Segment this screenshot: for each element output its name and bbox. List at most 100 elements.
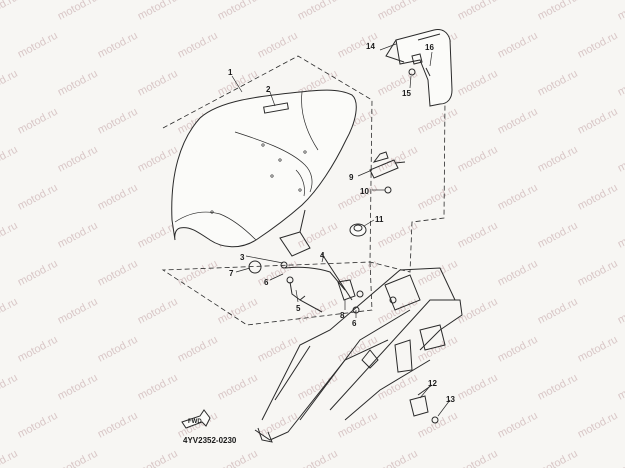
watermark-text: motod.ru bbox=[296, 0, 340, 23]
watermark-text: motod.ru bbox=[0, 144, 20, 175]
callout-10: 10 bbox=[360, 187, 369, 196]
watermark-text: motod.ru bbox=[136, 144, 180, 175]
watermark-text: motod.ru bbox=[16, 182, 60, 213]
callout-14: 14 bbox=[366, 42, 375, 51]
watermark-text: motod.ru bbox=[96, 258, 140, 289]
watermark-text: motod.ru bbox=[16, 30, 60, 61]
seat bbox=[171, 89, 357, 248]
watermark-text: motod.ru bbox=[456, 372, 500, 403]
watermark-text: motod.ru bbox=[456, 220, 500, 251]
watermark-text: motod.ru bbox=[576, 334, 620, 365]
watermark-text: motod.ru bbox=[0, 68, 20, 99]
watermark-text: motod.ru bbox=[456, 0, 500, 23]
callout-labels: 1 2 3 4 5 6 6 7 8 9 10 11 12 13 14 15 16 bbox=[228, 42, 455, 404]
watermark-text: motod.ru bbox=[216, 296, 260, 327]
watermark-text: motod.ru bbox=[176, 334, 220, 365]
watermark-text: motod.ru bbox=[96, 410, 140, 441]
watermark-text: motod.ru bbox=[0, 220, 20, 251]
watermark-text: motod.ru bbox=[536, 144, 580, 175]
callout-9: 9 bbox=[349, 173, 354, 182]
watermark-text: motod.ru bbox=[496, 334, 540, 365]
callout-6-left: 6 bbox=[264, 278, 269, 287]
watermark-text: motod.ru bbox=[536, 448, 580, 468]
callout-2: 2 bbox=[266, 85, 271, 94]
watermark-text: motod.ru bbox=[96, 106, 140, 137]
watermark-text: motod.ru bbox=[536, 372, 580, 403]
callout-12: 12 bbox=[428, 379, 437, 388]
watermark-text: motod.ru bbox=[416, 410, 460, 441]
callout-16: 16 bbox=[425, 43, 434, 52]
watermark-text: motod.ru bbox=[56, 220, 100, 251]
watermark-text: motod.ru bbox=[136, 372, 180, 403]
watermark-text: motod.ru bbox=[136, 68, 180, 99]
forward-label: FWD bbox=[188, 419, 202, 425]
watermark-text: motod.ru bbox=[536, 296, 580, 327]
leader-lines bbox=[231, 43, 451, 417]
watermark-text: motod.ru bbox=[416, 106, 460, 137]
watermark-text: motod.ru bbox=[576, 258, 620, 289]
watermark-text: motod.ru bbox=[536, 220, 580, 251]
watermark-text: motod.ru bbox=[0, 0, 20, 23]
watermark-text: motod.ru bbox=[496, 182, 540, 213]
watermark-text: motod.ru bbox=[96, 182, 140, 213]
watermark-text: motod.ru bbox=[0, 296, 20, 327]
watermark-text: motod.ru bbox=[96, 334, 140, 365]
watermark-text: motod.ru bbox=[616, 220, 625, 251]
watermark-text: motod.ru bbox=[496, 106, 540, 137]
watermark-text: motod.ru bbox=[176, 258, 220, 289]
watermark-text: motod.ru bbox=[576, 30, 620, 61]
watermark-text: motod.ru bbox=[416, 258, 460, 289]
watermark-text: motod.ru bbox=[256, 30, 300, 61]
watermark-text: motod.ru bbox=[616, 144, 625, 175]
watermark-text: motod.ru bbox=[216, 448, 260, 468]
callout-11: 11 bbox=[375, 215, 384, 224]
watermark-text: motod.ru bbox=[616, 448, 625, 468]
watermark-text: motod.ru bbox=[336, 182, 380, 213]
watermark-text: motod.ru bbox=[336, 334, 380, 365]
watermark-text: motod.ru bbox=[56, 68, 100, 99]
callout-8: 8 bbox=[340, 311, 345, 320]
watermark-text: motod.ru bbox=[376, 448, 420, 468]
watermark-text: motod.ru bbox=[456, 68, 500, 99]
callout-1: 1 bbox=[228, 68, 233, 77]
grab-handle bbox=[385, 29, 453, 107]
watermark-text: motod.ru bbox=[56, 448, 100, 468]
frame bbox=[254, 267, 463, 443]
watermark-text: motod.ru bbox=[176, 30, 220, 61]
watermark-text: motod.ru bbox=[296, 296, 340, 327]
watermark-text: motod.ru bbox=[376, 68, 420, 99]
seat-lock-parts bbox=[248, 209, 364, 314]
callout-6-right: 6 bbox=[352, 319, 357, 328]
callout-3: 3 bbox=[240, 253, 245, 262]
watermark-text: motod.ru bbox=[336, 410, 380, 441]
watermark-text: motod.ru bbox=[496, 410, 540, 441]
watermark-text: motod.ru bbox=[56, 296, 100, 327]
watermark-text: motod.ru bbox=[256, 334, 300, 365]
watermark-text: motod.ru bbox=[376, 220, 420, 251]
watermark-text: motod.ru bbox=[376, 0, 420, 23]
watermark-text: motod.ru bbox=[576, 410, 620, 441]
watermark-text: motod.ru bbox=[376, 296, 420, 327]
watermark-text: motod.ru bbox=[56, 372, 100, 403]
watermark-text: motod.ru bbox=[376, 372, 420, 403]
watermark-text: motod.ru bbox=[616, 372, 625, 403]
watermark-text: motod.ru bbox=[216, 68, 260, 99]
watermark-text: motod.ru bbox=[456, 144, 500, 175]
callout-4: 4 bbox=[320, 251, 325, 260]
watermark-text: motod.ru bbox=[616, 0, 625, 23]
watermark-text: motod.ru bbox=[416, 182, 460, 213]
watermark-text: motod.ru bbox=[136, 296, 180, 327]
callout-7: 7 bbox=[229, 269, 234, 278]
watermark-text: motod.ru bbox=[16, 334, 60, 365]
watermark-text: motod.ru bbox=[456, 296, 500, 327]
watermark-text: motod.ru bbox=[496, 258, 540, 289]
forward-arrow-icon: FWD bbox=[181, 409, 211, 429]
watermark-text: motod.ru bbox=[16, 106, 60, 137]
callout-13: 13 bbox=[446, 395, 455, 404]
watermark-text: motod.ru bbox=[56, 0, 100, 23]
watermark-text: motod.ru bbox=[296, 448, 340, 468]
watermark-text: motod.ru bbox=[0, 372, 20, 403]
watermark-text: motod.ru bbox=[496, 30, 540, 61]
